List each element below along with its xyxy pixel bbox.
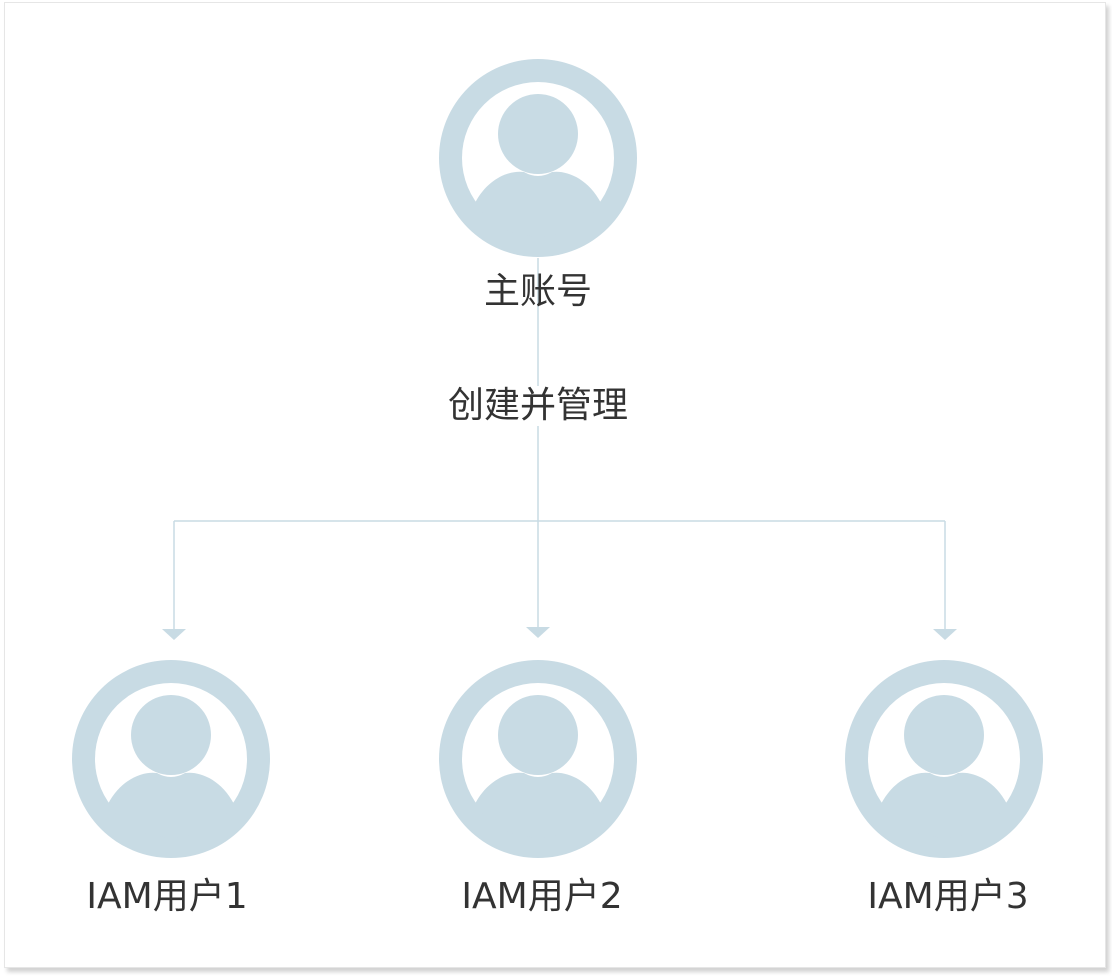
- arrowhead-1: [162, 629, 186, 640]
- child-avatar-icon-1: [72, 660, 270, 858]
- root-label: 主账号: [483, 271, 593, 312]
- root-avatar-icon: [439, 59, 637, 257]
- arrowhead-3: [933, 629, 957, 640]
- child-label-3: IAM用户3: [867, 876, 1029, 917]
- child-label-2: IAM用户2: [461, 876, 623, 917]
- child-avatar-icon-3: [845, 660, 1043, 858]
- arrowhead-2: [526, 627, 550, 638]
- connector-lines: [162, 258, 957, 640]
- relation-label: 创建并管理: [441, 386, 635, 426]
- child-label-1: IAM用户1: [86, 876, 248, 917]
- child-avatar-icon-2: [439, 660, 637, 858]
